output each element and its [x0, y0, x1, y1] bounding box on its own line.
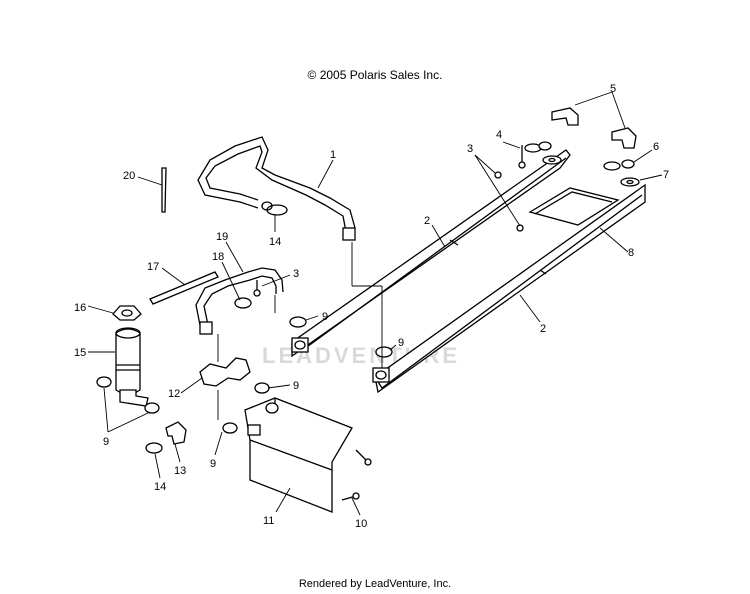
callout-3-left: 3 — [293, 268, 299, 280]
callout-7: 7 — [663, 169, 669, 181]
callout-19: 19 — [216, 231, 228, 243]
callout-9-b: 9 — [398, 337, 404, 349]
callout-9-a: 9 — [322, 311, 328, 323]
callout-20: 20 — [123, 170, 135, 182]
callout-14-upper: 14 — [269, 236, 281, 248]
part-12-hose — [199, 357, 251, 387]
callout-13: 13 — [174, 465, 186, 477]
part-14-clamp-upper — [261, 201, 288, 216]
callout-16: 16 — [74, 302, 86, 314]
part-3-screw-right — [494, 171, 524, 232]
callout-3-right: 3 — [467, 143, 473, 155]
part-3-screw-left — [253, 280, 261, 297]
callout-5: 5 — [610, 83, 616, 95]
copyright-notice: © 2005 Polaris Sales Inc. — [307, 68, 443, 82]
part-13-elbow — [165, 421, 187, 445]
part-9-clamps-mid — [222, 316, 393, 434]
callout-15: 15 — [74, 347, 86, 359]
rendered-by-credit: Rendered by LeadVenture, Inc. — [298, 578, 452, 590]
part-14-clamp-lower — [145, 442, 163, 454]
callout-9-e: 9 — [210, 458, 216, 470]
callout-18: 18 — [212, 251, 224, 263]
part-16-cap — [112, 305, 142, 321]
part-6-clamps — [524, 141, 635, 171]
part-2-rail-lower — [372, 183, 646, 394]
part-7-gaskets — [542, 155, 640, 187]
callout-11: 11 — [263, 515, 274, 527]
part-9-clamps-bottle — [96, 376, 160, 414]
callout-9-c: 9 — [293, 380, 299, 392]
leader-lines — [87, 91, 663, 516]
callout-10: 10 — [355, 518, 367, 530]
part-11-panel — [244, 397, 353, 513]
part-10-push-pins — [341, 449, 372, 501]
callout-1: 1 — [330, 149, 336, 161]
callout-4: 4 — [496, 129, 502, 141]
part-1-upper-hose — [197, 136, 356, 241]
part-18-clamp — [234, 297, 252, 309]
callout-12: 12 — [168, 388, 180, 400]
part-4-fastener — [518, 145, 526, 169]
callout-2-upper: 2 — [424, 215, 430, 227]
callout-6: 6 — [653, 141, 659, 153]
part-15-bottle — [115, 327, 149, 407]
callout-9-d: 9 — [103, 436, 109, 448]
part-5-elbows — [551, 107, 637, 149]
callout-2-lower: 2 — [540, 323, 546, 335]
callout-8: 8 — [628, 247, 634, 259]
part-17-rod — [149, 271, 219, 305]
part-20-rod — [161, 167, 167, 213]
part-19-hose — [195, 267, 284, 335]
part-2-rail-upper — [291, 149, 571, 358]
callout-labels: 1 20 14 19 18 3 17 16 15 9 9 9 12 9 9 13… — [74, 83, 669, 530]
callout-14-lower: 14 — [154, 481, 166, 493]
part-8-plate — [528, 187, 620, 226]
callout-17: 17 — [147, 261, 159, 273]
